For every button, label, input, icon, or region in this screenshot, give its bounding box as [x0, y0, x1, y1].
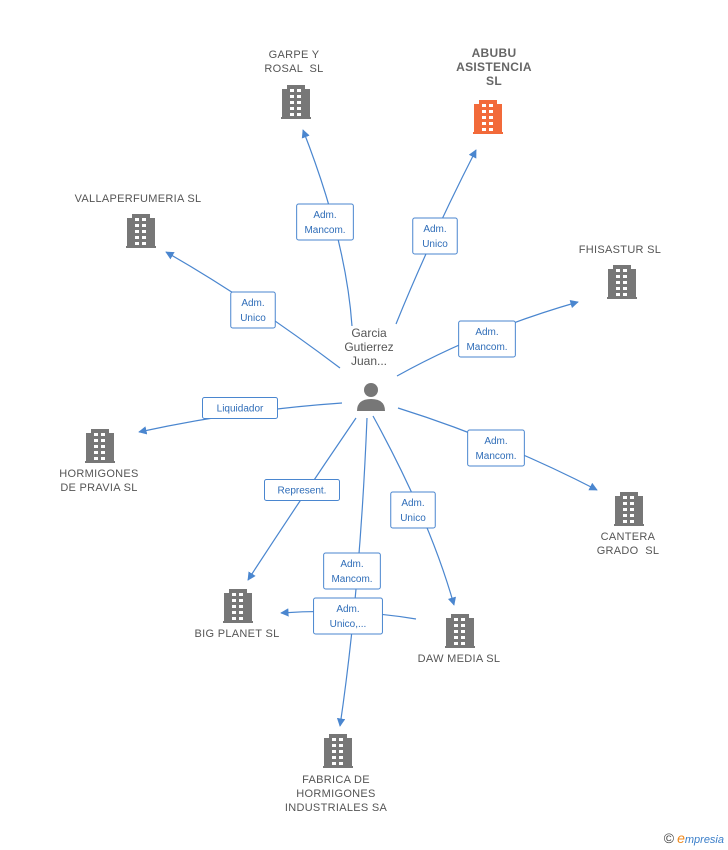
edge-label-garpe[interactable]: Adm. Mancom. — [296, 203, 354, 241]
edge-label-text: Unico,... — [330, 619, 367, 630]
edge-label-abubu[interactable]: Adm. Unico — [412, 217, 458, 255]
edge-label-text: Unico — [422, 239, 448, 250]
edge-label-box — [202, 397, 278, 419]
company-label: VALLAPERFUMERIA SL — [75, 193, 202, 205]
copyright-icon: © — [663, 830, 675, 846]
company-label: FABRICA DE — [302, 774, 370, 786]
company-label: INDUSTRIALES SA — [285, 802, 388, 814]
company-node-cantera[interactable]: CANTERA GRADO SL — [597, 492, 660, 557]
edge-label-text: Adm. — [484, 436, 507, 447]
company-label: HORMIGONES — [59, 468, 138, 480]
company-node-fabrica[interactable]: FABRICA DE HORMIGONES INDUSTRIALES SA — [285, 734, 388, 814]
company-label: GARPE Y — [269, 49, 320, 61]
edge-label-text: Mancom. — [304, 225, 345, 236]
company-node-garpe[interactable]: GARPE Y ROSAL SL — [264, 49, 323, 119]
edge-label-big-planet[interactable]: Adm. Unico,... — [313, 597, 383, 635]
building-icon — [281, 85, 311, 119]
center-person[interactable]: GarciaGutierrezJuan... — [344, 326, 394, 411]
building-icon — [607, 265, 637, 299]
edge-label-fhisastur[interactable]: Adm. Mancom. — [458, 320, 516, 358]
building-icon — [223, 589, 253, 623]
edge-label-text: Adm. — [241, 298, 264, 309]
edge-label-text: Represent. — [278, 486, 327, 497]
building-icon — [85, 429, 115, 463]
company-node-hormigones-pravia[interactable]: HORMIGONES DE PRAVIA SL — [59, 429, 138, 494]
edge-labels-layer: Adm.Mancom.Adm.UnicoAdm.UnicoAdm.Mancom.… — [202, 203, 525, 635]
edge-label-box — [467, 429, 525, 467]
company-node-fhisastur[interactable]: FHISASTUR SL — [579, 244, 661, 299]
company-label: BIG PLANET SL — [194, 628, 279, 640]
edge-label-text: Adm. — [313, 210, 336, 221]
brand-initial: e — [677, 830, 685, 846]
building-icon — [323, 734, 353, 768]
edge-label-box — [230, 291, 276, 329]
company-node-daw-media[interactable]: DAW MEDIA SL — [418, 614, 501, 665]
building-icon — [614, 492, 644, 526]
edge-label-hormigones-pravia[interactable]: Liquidador — [202, 397, 278, 419]
person-name-line: Garcia — [351, 326, 387, 340]
edge-label-text: Adm. — [401, 498, 424, 509]
edge-label-text: Adm. — [336, 604, 359, 615]
company-label: GRADO SL — [597, 545, 660, 557]
edge-label-text: Mancom. — [475, 451, 516, 462]
company-label: CANTERA — [601, 531, 656, 543]
person-name-line: Juan... — [351, 354, 387, 368]
edge-label-box — [264, 479, 340, 501]
edge-label-box — [390, 491, 436, 529]
company-label: ABUBU — [472, 46, 517, 60]
company-node-vallaperfumeria[interactable]: VALLAPERFUMERIA SL — [75, 193, 202, 248]
building-icon — [445, 614, 475, 648]
edge-label-text: Unico — [400, 513, 426, 524]
edge-label-big-planet[interactable]: Represent. — [264, 479, 340, 501]
company-label: SL — [486, 74, 502, 88]
company-label: ASISTENCIA — [456, 60, 532, 74]
edge-label-box — [313, 597, 383, 635]
brand-name: mpresia — [684, 834, 724, 846]
company-label: FHISASTUR SL — [579, 244, 661, 256]
edge-label-box — [412, 217, 458, 255]
edge-label-box — [458, 320, 516, 358]
building-icon — [473, 100, 503, 134]
company-label: DAW MEDIA SL — [418, 653, 501, 665]
edge-label-text: Liquidador — [217, 404, 264, 415]
company-label: DE PRAVIA SL — [60, 482, 137, 494]
building-icon — [126, 214, 156, 248]
edge-label-text: Mancom. — [466, 342, 507, 353]
person-name-line: Gutierrez — [344, 340, 393, 354]
company-label: HORMIGONES — [296, 788, 375, 800]
brand-footer[interactable]: ©empresia — [664, 830, 724, 846]
edge-label-text: Adm. — [475, 327, 498, 338]
edge-label-daw-media[interactable]: Adm. Unico — [390, 491, 436, 529]
edge-label-box — [296, 203, 354, 241]
edge-label-vallaperfumeria[interactable]: Adm. Unico — [230, 291, 276, 329]
company-node-big-planet[interactable]: BIG PLANET SL — [194, 589, 279, 640]
edge-label-fabrica[interactable]: Adm. Mancom. — [323, 552, 381, 590]
edge-label-box — [323, 552, 381, 590]
company-label: ROSAL SL — [264, 63, 323, 75]
person-icon — [357, 383, 385, 411]
edge-label-text: Adm. — [340, 559, 363, 570]
edge-label-text: Unico — [240, 313, 266, 324]
edge-label-text: Adm. — [423, 224, 446, 235]
edge-label-text: Mancom. — [331, 574, 372, 585]
edge-label-cantera[interactable]: Adm. Mancom. — [467, 429, 525, 467]
